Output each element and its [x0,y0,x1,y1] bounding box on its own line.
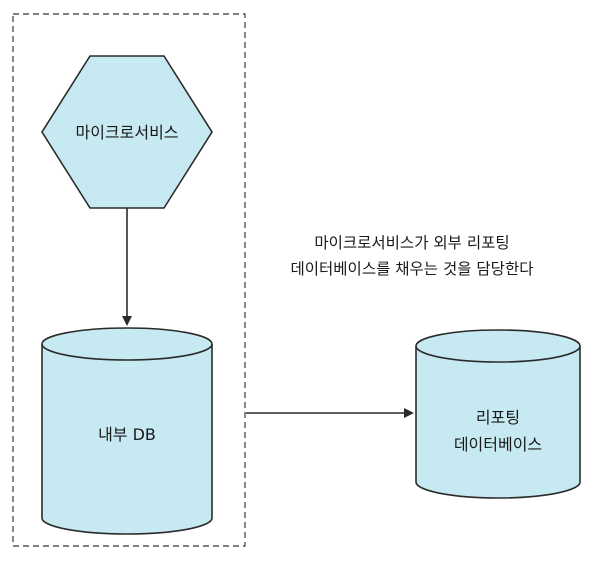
cylinder-top [415,329,581,363]
microservice-label: 마이크로서비스 [75,123,178,142]
cylinder-body [415,346,581,499]
annotation-line-1: 마이크로서비스가 외부 리포팅 [314,234,509,252]
hexagon-shape [41,55,213,209]
cylinder-top [41,327,213,361]
internal-db-node: 내부 DB [41,327,213,535]
annotation: 마이크로서비스가 외부 리포팅 데이터베이스를 채우는 것을 담당한다 [291,234,534,278]
cylinder-body [41,344,213,535]
microservice-node: 마이크로서비스 [41,55,213,209]
service-boundary [12,13,246,547]
internal-db-label: 내부 DB [98,425,156,444]
reporting-db-label-line-2: 데이터베이스 [454,435,542,454]
annotation-line-2: 데이터베이스를 채우는 것을 담당한다 [291,260,534,278]
reporting-db-node: 리포팅 데이터베이스 [415,329,581,499]
reporting-db-label-line-1: 리포팅 [476,408,520,427]
